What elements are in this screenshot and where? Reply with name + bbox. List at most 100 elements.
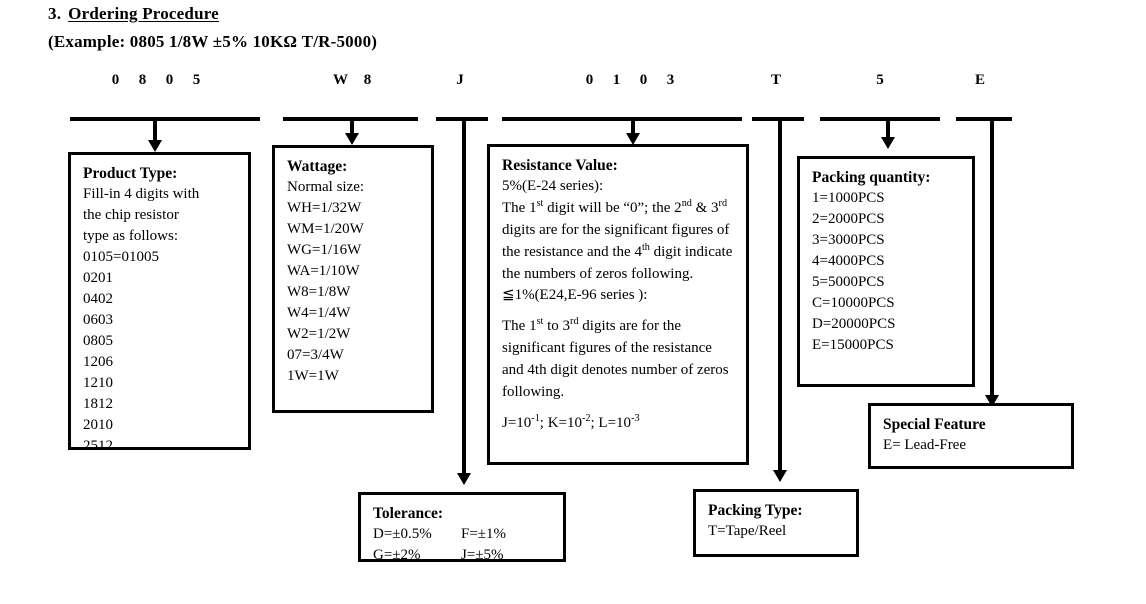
connector-line-product-type (153, 117, 157, 142)
resistance-5pct-label: 5%(E-24 series): (502, 178, 604, 194)
box-line: W8=1/8W (287, 284, 351, 300)
box-line: 5=5000PCS (812, 274, 885, 290)
connector-line-packing-quantity (886, 117, 890, 139)
connector-line-wattage (350, 117, 354, 135)
resistance-multipliers: J=10-1; K=10-2; L=10-3 (502, 413, 640, 431)
tolerance-code: G=±2% (373, 547, 421, 563)
connector-bar-product-type (70, 117, 260, 121)
box-line: 0805 (83, 333, 113, 349)
code-char: 0 (639, 72, 648, 88)
code-char: 0 (165, 72, 174, 88)
code-char: E (974, 72, 985, 88)
code-char: 8 (363, 72, 372, 88)
box-packing-quantity: Packing quantity: 1=1000PCS 2=2000PCS 3=… (797, 156, 975, 387)
box-line: 0105=01005 (83, 249, 159, 265)
box-line: E= Lead-Free (883, 437, 966, 453)
connector-arrow-product-type (148, 140, 162, 152)
box-title: Packing Type: (708, 502, 803, 519)
connector-bar-resistance (502, 117, 742, 121)
connector-line-special-feature (990, 117, 994, 397)
connector-arrow-packing-quantity (881, 137, 895, 149)
box-line: 0603 (83, 312, 113, 328)
box-title: Resistance Value: (502, 157, 618, 174)
box-line: 2=2000PCS (812, 211, 885, 227)
box-special-feature: Special Feature E= Lead-Free (868, 403, 1074, 469)
tolerance-code: F=±1% (461, 526, 507, 542)
box-packing-type: Packing Type: T=Tape/Reel (693, 489, 859, 557)
box-wattage: Wattage: Normal size: WH=1/32W WM=1/20W … (272, 145, 434, 413)
section-title: Ordering Procedure (68, 4, 219, 23)
connector-bar-special-feature (956, 117, 1012, 121)
box-title: Wattage: (287, 158, 348, 175)
example-part-number: (Example: 0805 1/8W ±5% 10KΩ T/R-5000) (48, 32, 378, 51)
box-line: type as follows: (83, 228, 178, 244)
box-line: E=15000PCS (812, 337, 894, 353)
code-char: 3 (666, 72, 675, 88)
connector-bar-packing-quantity (820, 117, 940, 121)
code-group-tolerance: J (446, 72, 474, 89)
tolerance-code: D=±0.5% (373, 526, 432, 542)
box-line: 1210 (83, 375, 113, 391)
box-title: Special Feature (883, 416, 986, 433)
box-line: WG=1/16W (287, 242, 362, 258)
connector-arrow-tolerance (457, 473, 471, 485)
tolerance-code: J=±5% (461, 547, 504, 563)
code-char: 5 (876, 72, 884, 88)
code-char: T (770, 72, 781, 88)
box-line: W2=1/2W (287, 326, 351, 342)
connector-line-tolerance (462, 117, 466, 475)
box-line: the chip resistor (83, 207, 179, 223)
spacer (502, 403, 736, 412)
box-line: WM=1/20W (287, 221, 364, 237)
resistance-5pct-description: The 1st digit will be “0”; the 2nd & 3rd… (502, 198, 733, 282)
section-number: 3. (48, 4, 62, 23)
box-line: 4=4000PCS (812, 253, 885, 269)
box-line: T=Tape/Reel (708, 523, 787, 539)
box-line: 2512 (83, 438, 113, 454)
connector-arrow-wattage (345, 133, 359, 145)
box-line: 0201 (83, 270, 113, 286)
box-product-type: Product Type: Fill-in 4 digits with the … (68, 152, 251, 454)
box-line: Normal size: (287, 179, 365, 195)
box-line: 3=3000PCS (812, 232, 885, 248)
box-title: Tolerance: (373, 505, 444, 522)
box-line: 1206 (83, 354, 113, 370)
box-line: 2010 (83, 417, 113, 433)
code-group-special-feature: E (966, 72, 994, 89)
box-line: C=10000PCS (812, 295, 895, 311)
code-char: 5 (192, 72, 201, 88)
code-char: 1 (612, 72, 621, 88)
box-line: WA=1/10W (287, 263, 360, 279)
connector-arrow-packing-type (773, 470, 787, 482)
box-line: WH=1/32W (287, 200, 362, 216)
box-resistance-value: Resistance Value: 5%(E-24 series): The 1… (487, 144, 749, 465)
resistance-1pct-label: ≦1%(E24,E-96 series ): (502, 287, 648, 303)
resistance-1pct-description: The 1st to 3rd digits are for the signif… (502, 316, 729, 400)
tolerance-row: D=±0.5% F=±1% (373, 524, 553, 545)
code-char: 0 (585, 72, 594, 88)
box-title: Packing quantity: (812, 169, 931, 186)
connector-line-packing-type (778, 117, 782, 472)
code-char: 0 (111, 72, 120, 88)
tolerance-row: G=±2% J=±5% (373, 545, 553, 566)
box-line: 07=3/4W (287, 347, 344, 363)
box-line: 1812 (83, 396, 113, 412)
box-tolerance: Tolerance: D=±0.5% F=±1% G=±2% J=±5% (358, 492, 566, 563)
box-line: Fill-in 4 digits with (83, 186, 200, 202)
box-line: 1W=1W (287, 368, 339, 384)
connector-line-resistance (631, 117, 635, 135)
spacer (502, 306, 736, 315)
code-group-resistance: 0 1 0 3 (570, 72, 690, 89)
connector-arrow-resistance (626, 133, 640, 145)
box-line: 0402 (83, 291, 113, 307)
box-line: D=20000PCS (812, 316, 896, 332)
box-line: 1=1000PCS (812, 190, 885, 206)
code-group-packing-type: T (762, 72, 790, 89)
code-group-packing-quantity: 5 (866, 72, 894, 89)
code-char: 8 (138, 72, 147, 88)
box-line: W4=1/4W (287, 305, 351, 321)
code-char: W (333, 72, 348, 88)
box-title: Product Type: (83, 165, 178, 182)
